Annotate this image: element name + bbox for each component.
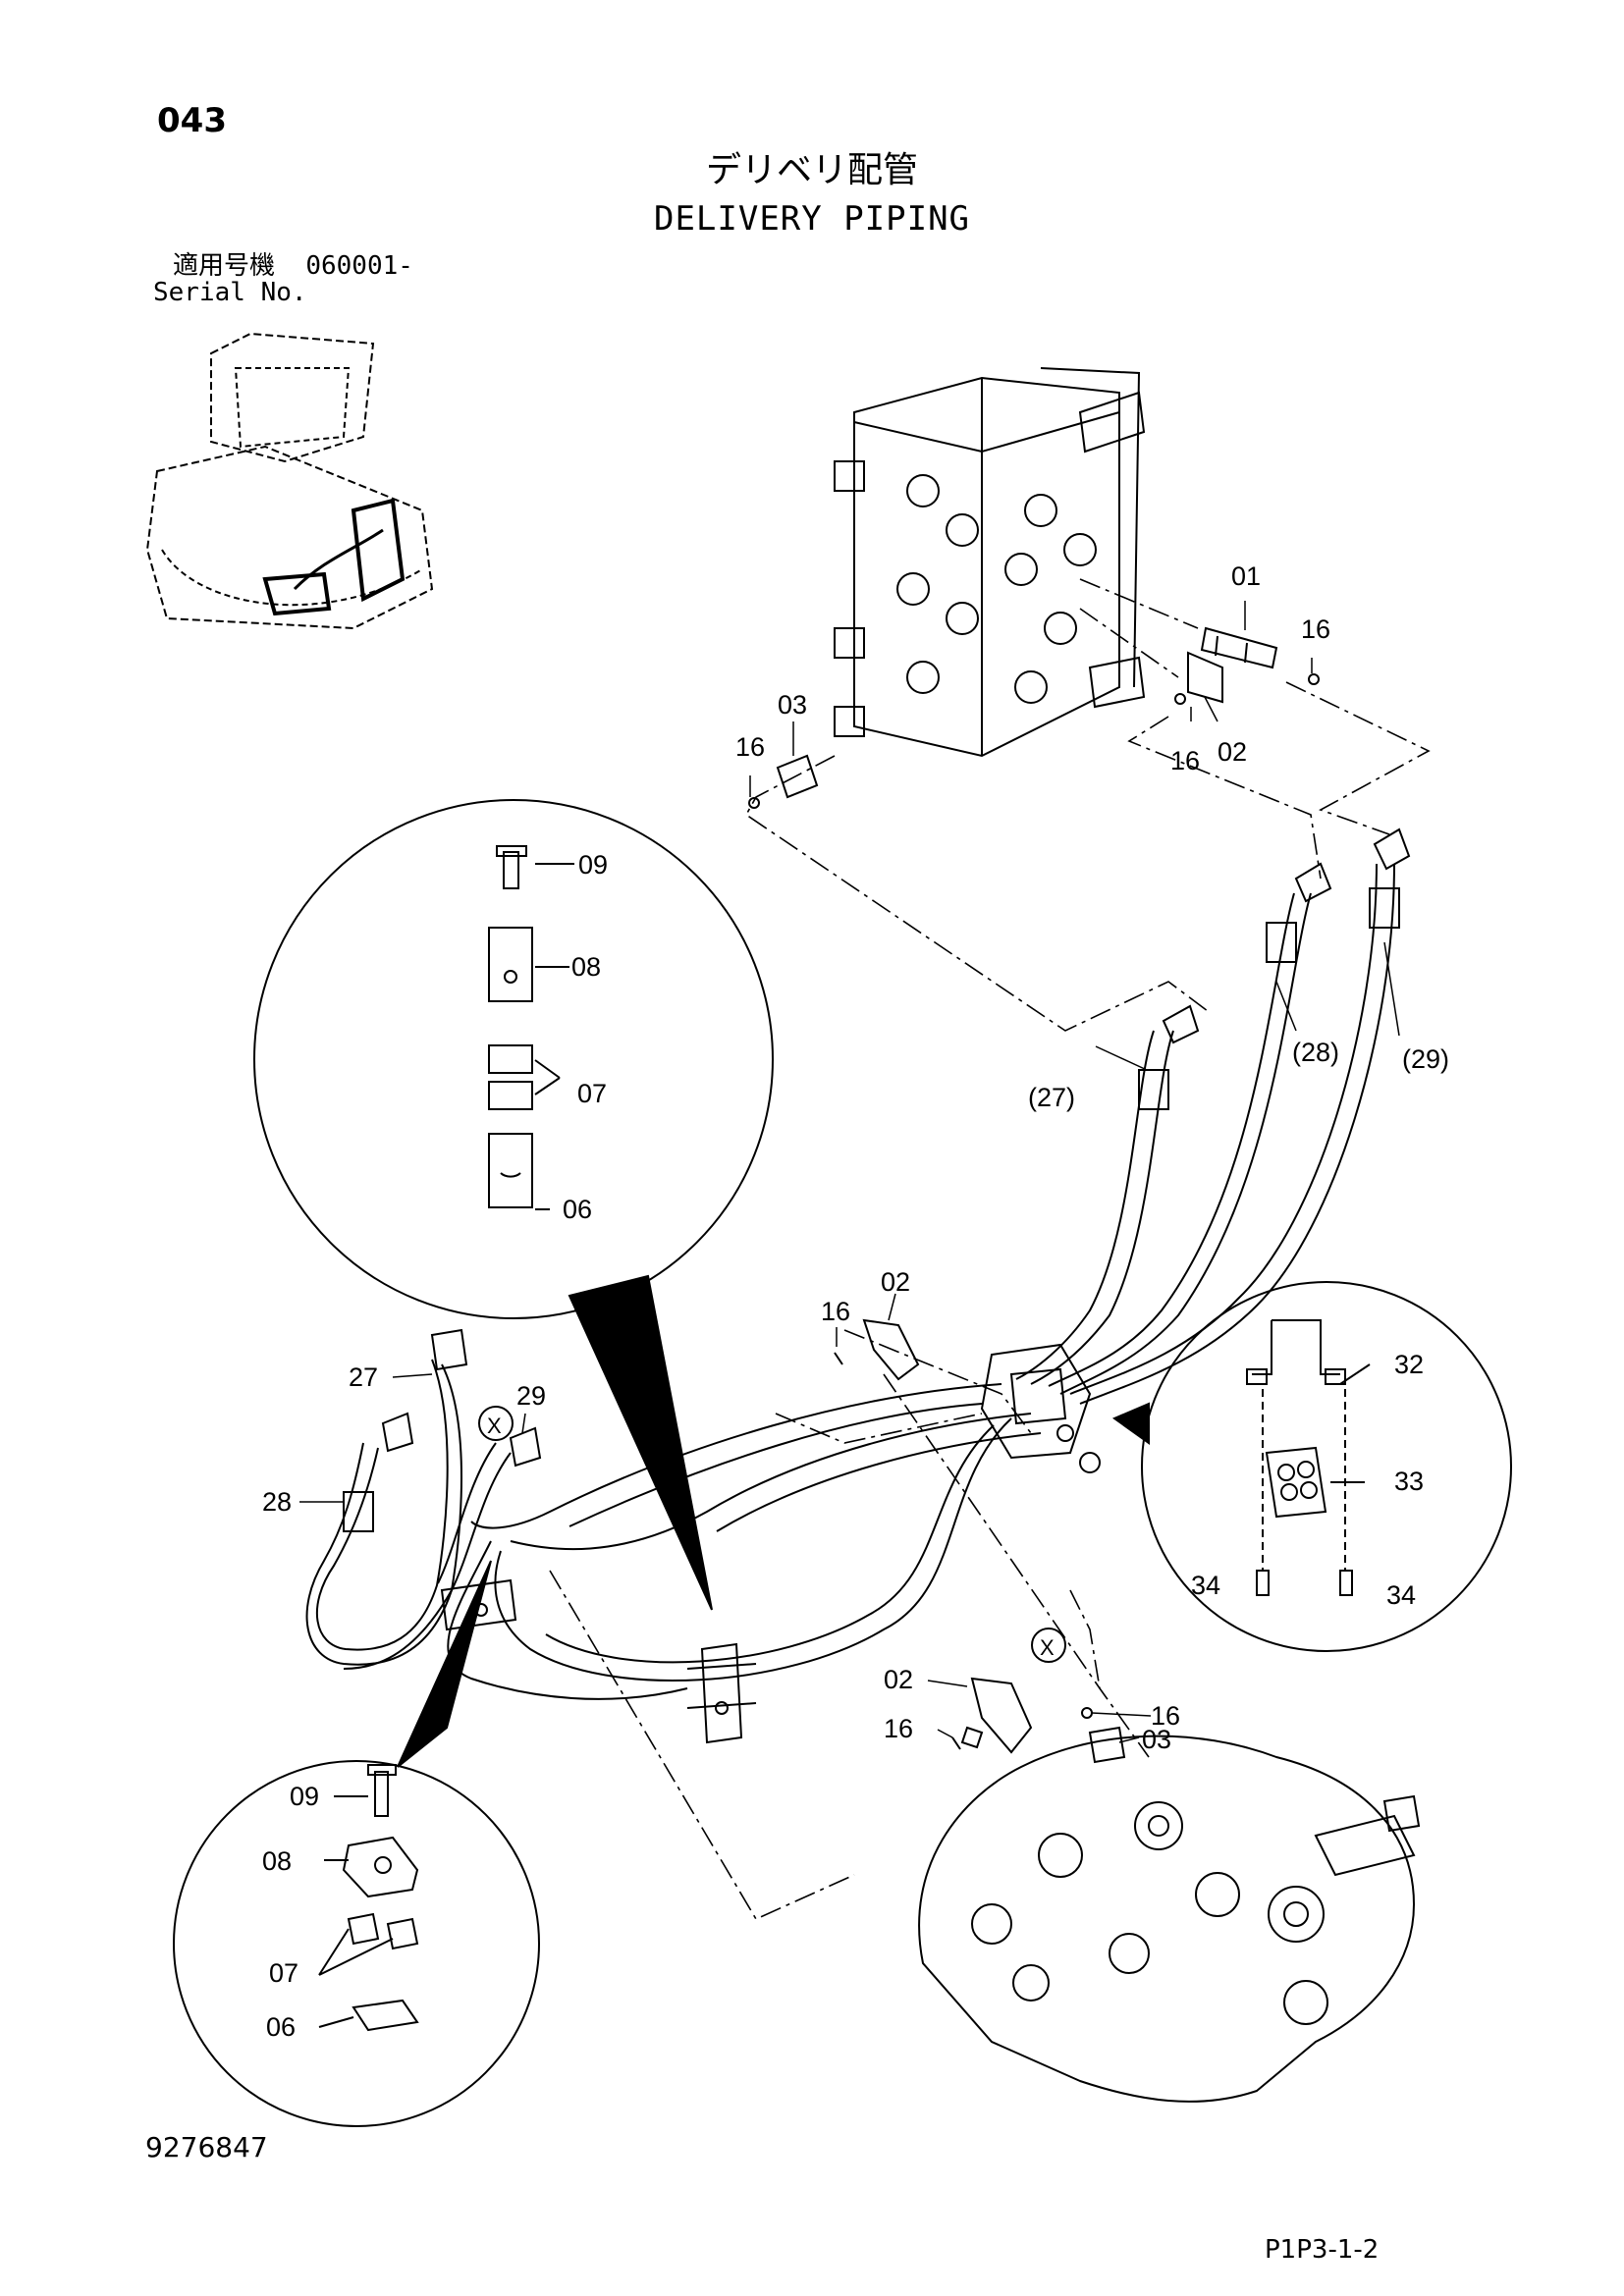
pump-oring-16b — [951, 1736, 961, 1750]
title-english: DELIVERY PIPING — [653, 199, 971, 239]
callout-valve-03: 03 — [778, 690, 807, 720]
marker-x-center-shape — [478, 1406, 514, 1441]
callout-pump-16a: 16 — [1151, 1701, 1180, 1731]
callout-center-28: 28 — [262, 1487, 292, 1517]
hydraulic-pump-drawing — [918, 1735, 1421, 2103]
center-fitting-02 — [862, 1318, 920, 1381]
callout-detail-upper-07: 07 — [577, 1079, 607, 1108]
callout-detail-lower-09: 09 — [290, 1782, 319, 1811]
page-number: 043 — [157, 101, 227, 140]
clamp-mid — [686, 1642, 757, 1744]
pump-oring-16a — [1081, 1707, 1093, 1719]
callout-center-16: 16 — [821, 1297, 850, 1326]
callout-valve-16c: 16 — [735, 732, 765, 762]
valve-oring-16a — [1308, 673, 1320, 685]
callout-hose-29: (29) — [1402, 1044, 1449, 1074]
callout-detail-right-34a: 34 — [1191, 1571, 1220, 1600]
marker-x-pump-shape — [1031, 1628, 1066, 1663]
callout-valve-02: 02 — [1218, 737, 1247, 767]
callout-valve-16a: 16 — [1301, 614, 1330, 644]
pump-fitting-02 — [960, 1677, 1033, 1754]
detail-circle-lower — [173, 1560, 540, 2127]
valve-fitting-02 — [1187, 651, 1223, 704]
center-oring-16 — [834, 1352, 843, 1365]
hose-bundle — [305, 863, 1395, 1700]
marker-x-center: X — [487, 1414, 502, 1438]
serial-label-jp: 適用号機 — [173, 251, 276, 281]
callout-detail-upper-06: 06 — [563, 1195, 592, 1224]
callout-detail-lower-07: 07 — [269, 1958, 298, 1988]
callout-valve-01: 01 — [1231, 561, 1261, 591]
callout-detail-lower-06: 06 — [266, 2012, 296, 2042]
callout-detail-right-34b: 34 — [1386, 1580, 1416, 1610]
serial-value: 060001- — [305, 251, 413, 281]
callout-detail-right-32: 32 — [1394, 1350, 1424, 1379]
serial-label-en: Serial No. — [153, 278, 307, 307]
connection-lines — [549, 578, 1431, 1921]
valve-fitting-03 — [776, 754, 819, 799]
clamp-upper — [980, 1343, 1101, 1473]
document-number: 9276847 — [145, 2131, 268, 2163]
callout-detail-upper-08: 08 — [571, 952, 601, 982]
valve-fitting-01 — [1200, 626, 1278, 669]
marker-x-pump: X — [1040, 1635, 1055, 1660]
serial-applicability: 適用号機 060001- — [173, 253, 413, 279]
title-japanese: デリベリ配管 — [705, 150, 918, 190]
hose-end-fittings — [343, 828, 1411, 1532]
callout-valve-16b: 16 — [1170, 746, 1200, 775]
callout-pump-16b: 16 — [884, 1714, 913, 1743]
callout-detail-right-33: 33 — [1394, 1467, 1424, 1496]
control-valve-drawing — [834, 367, 1146, 758]
callout-center-02: 02 — [881, 1267, 910, 1297]
machine-locator-icon — [145, 332, 434, 630]
pump-fitting-03 — [1088, 1726, 1126, 1764]
detail-circle-right — [1111, 1281, 1512, 1652]
valve-oring-16c — [748, 797, 760, 809]
callout-detail-upper-09: 09 — [578, 850, 608, 880]
callout-detail-lower-08: 08 — [262, 1846, 292, 1876]
detail-circle-upper — [253, 799, 774, 1611]
callout-center-27: 27 — [349, 1362, 378, 1392]
callout-pump-03: 03 — [1142, 1725, 1171, 1754]
callout-hose-28: (28) — [1292, 1038, 1339, 1067]
callout-pump-02: 02 — [884, 1665, 913, 1694]
page-code: P1P3-1-2 — [1265, 2235, 1380, 2265]
valve-oring-16b — [1174, 693, 1186, 705]
leader-lines — [299, 601, 1400, 1743]
callout-center-29: 29 — [516, 1381, 546, 1411]
callout-hose-27: (27) — [1028, 1083, 1075, 1112]
